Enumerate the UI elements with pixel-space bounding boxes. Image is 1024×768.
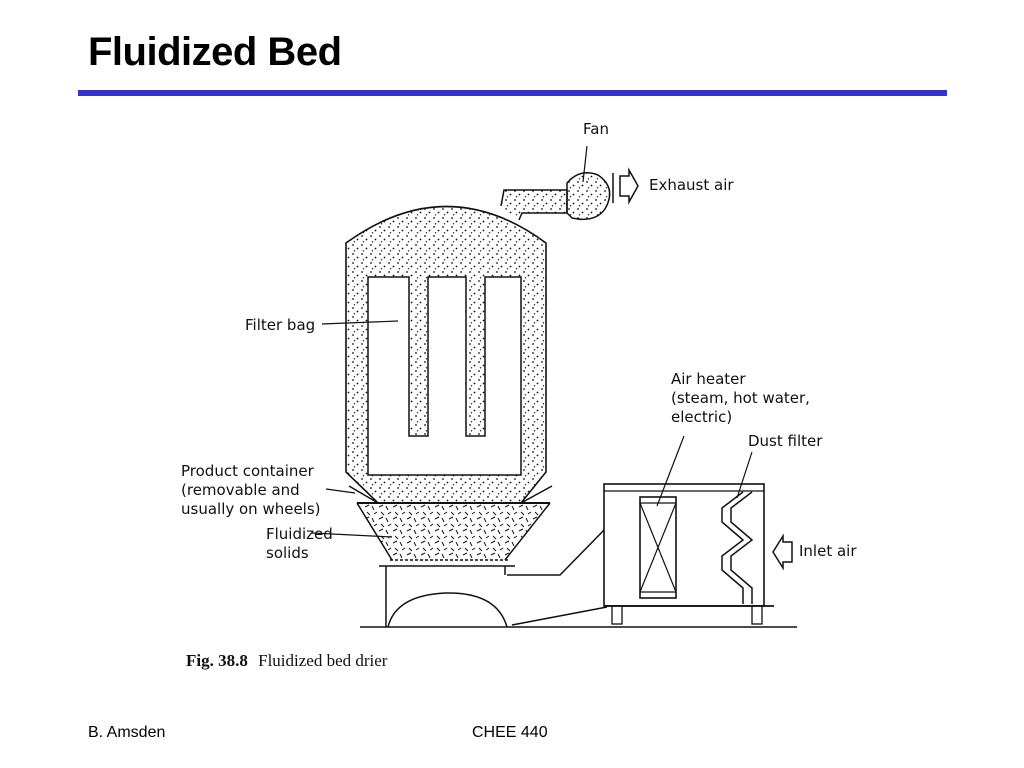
- label-inlet-air: Inlet air: [799, 542, 857, 560]
- heater-duct: [507, 526, 608, 626]
- dust-filter-icon: [721, 491, 754, 604]
- label-fluidized-solids-2: solids: [266, 544, 309, 562]
- label-fan: Fan: [583, 120, 609, 138]
- title-rule: [78, 90, 947, 96]
- filter-bags: [367, 276, 522, 476]
- footer-course: CHEE 440: [472, 724, 548, 741]
- figure-caption: Fig. 38.8 Fluidized bed drier: [186, 651, 388, 670]
- label-product-container-2: (removable and: [181, 481, 300, 499]
- label-air-heater-2: (steam, hot water,: [671, 389, 810, 407]
- label-dust-filter: Dust filter: [748, 432, 823, 450]
- label-product-container-1: Product container: [181, 462, 315, 480]
- label-fluidized-solids-1: Fluidized: [266, 525, 333, 543]
- fluidized-bed-drier-diagram: Fan Exhaust air Filter bag Air heater (s…: [181, 120, 857, 670]
- inlet-arrow-icon: [772, 533, 793, 571]
- label-filter-bag: Filter bag: [245, 316, 315, 334]
- label-product-container-3: usually on wheels): [181, 500, 321, 518]
- heater-unit: [603, 483, 774, 625]
- air-heater-element: [639, 496, 677, 599]
- figure-caption-text: Fluidized bed drier: [258, 651, 388, 670]
- label-air-heater-3: electric): [671, 408, 732, 426]
- footer-author: B. Amsden: [88, 724, 166, 741]
- air-plenum: [360, 566, 797, 628]
- leader-lines: [311, 145, 753, 538]
- label-air-heater-1: Air heater: [671, 370, 746, 388]
- label-exhaust-air: Exhaust air: [649, 176, 734, 194]
- fan-icon: [566, 167, 639, 221]
- slide-title: Fluidized Bed: [88, 30, 342, 74]
- figure-number: Fig. 38.8: [186, 651, 248, 670]
